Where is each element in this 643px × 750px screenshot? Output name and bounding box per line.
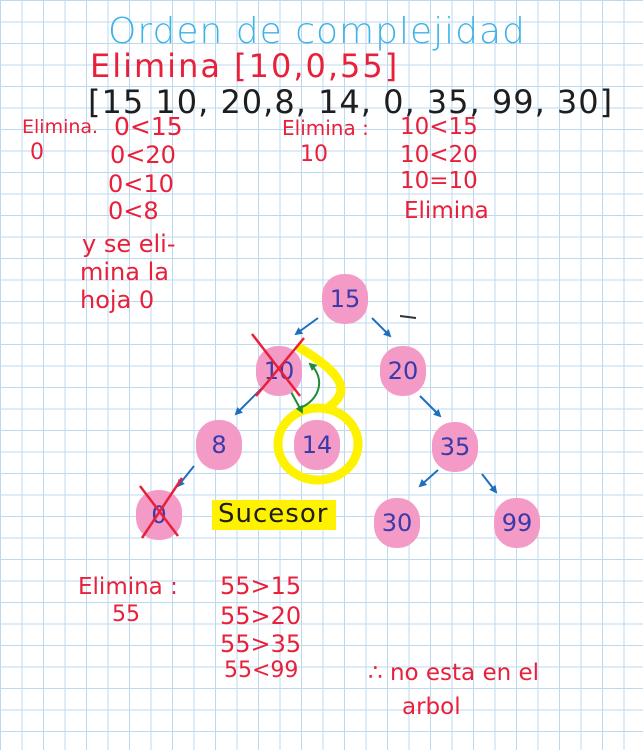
tree-node-15: 15 [322,274,368,324]
elim55-label: Elimina : [78,574,178,600]
successor-label: Sucesor [218,499,329,529]
elim10-step-4: Elimina [404,198,489,224]
edge-10-14 [289,389,303,414]
elim55-step-1: 55>15 [220,572,302,600]
elim55-step-4: 55<99 [224,658,299,683]
elim0-label: Elimina. [22,116,99,138]
cross-mark-10 [251,333,305,397]
tree-node-20: 20 [380,346,426,396]
successor-arrow [299,362,320,409]
edge-20-35 [419,395,442,418]
edge-15-10 [294,317,319,336]
successor-circle [273,343,363,485]
elim0-note-3: hoja 0 [80,286,155,314]
tree-node-8: 8 [196,420,242,470]
elim0-step-1: 0<15 [114,112,183,141]
insert-sequence: [15 10, 20,8, 14, 0, 35, 99, 30] [88,83,614,121]
page-title: Orden de complejidad [108,11,526,52]
elim55-conclusion-1: ∴ no esta en el [368,660,540,686]
elim0-note-2: mina la [80,258,169,286]
elim0-note-1: y se eli- [82,230,176,258]
tree-node-30: 30 [374,498,420,548]
elim0-step-2: 0<20 [110,141,176,169]
tree-node-35: 35 [432,422,478,472]
elim10-label: Elimina : [282,116,369,140]
tick-mark [399,315,417,319]
elim55-value: 55 [112,602,140,627]
elim10-step-1: 10<15 [400,114,478,140]
edge-8-0 [176,465,195,488]
delete-list-heading: Elimina [10,0,55] [90,47,400,85]
elim0-step-4: 0<8 [108,197,159,225]
edge-35-30 [418,469,439,488]
elim10-step-3: 10=10 [400,168,478,194]
elim0-step-3: 0<10 [108,170,174,198]
successor-highlight [212,500,336,530]
tree-node-99: 99 [494,498,540,548]
tree-node-14: 14 [294,420,340,470]
edge-15-20 [371,317,392,338]
edge-35-99 [481,473,498,494]
elim55-conclusion-2: arbol [402,694,461,720]
elim10-value: 10 [300,142,328,167]
cross-mark-0 [139,477,184,539]
elim55-step-3: 55>35 [220,630,302,658]
elim55-step-2: 55>20 [220,602,302,630]
elim10-step-2: 10<20 [400,142,478,168]
elim0-value: 0 [30,140,44,165]
